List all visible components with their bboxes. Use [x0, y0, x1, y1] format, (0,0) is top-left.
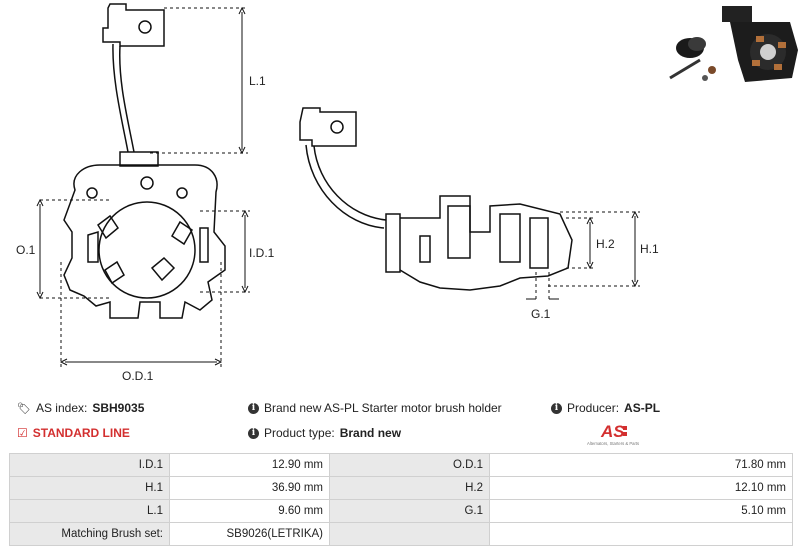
dim-label-od1: O.D.1 [122, 369, 154, 383]
side-view-part [299, 107, 573, 291]
spec-label [329, 522, 490, 546]
spec-label: H.1 [9, 476, 170, 500]
spec-value: SB9026(LETRIKA) [169, 522, 330, 546]
product-type-value: Brand new [339, 426, 402, 440]
info-icon: i [248, 427, 259, 439]
dim-label-g1: G.1 [531, 307, 551, 321]
spec-value: 71.80 mm [489, 453, 793, 477]
tag-icon: 🏷 [17, 402, 31, 415]
spec-label: G.1 [329, 499, 490, 523]
front-view-part [63, 3, 226, 319]
spec-value: 36.90 mm [169, 476, 330, 500]
producer: i Producer: AS-PL [551, 401, 660, 415]
spec-value [489, 522, 793, 546]
as-index: 🏷 AS index: SBH9035 [17, 401, 145, 415]
info-icon: i [248, 402, 259, 414]
dimension-lines [36, 6, 640, 368]
spec-value: 5.10 mm [489, 499, 793, 523]
description: i Brand new AS-PL Starter motor brush ho… [248, 401, 502, 415]
logo-tagline: Alternators, Starters & Parts [587, 441, 639, 446]
dim-label-id1: I.D.1 [249, 246, 275, 260]
spec-label: H.2 [329, 476, 490, 500]
dim-label-h1: H.1 [640, 242, 659, 256]
spec-label: L.1 [9, 499, 170, 523]
logo-brand: AS [600, 422, 625, 441]
dim-label-l1: L.1 [249, 74, 266, 88]
spec-label: O.D.1 [329, 453, 490, 477]
as-index-value: SBH9035 [92, 401, 145, 415]
spec-label: I.D.1 [9, 453, 170, 477]
checkbox-icon: ☑ [17, 426, 28, 440]
spec-value: 12.90 mm [169, 453, 330, 477]
producer-value: AS-PL [624, 401, 661, 415]
technical-drawing: L.1 O.1 I.D.1 O.D.1 H.1 H.2 G.1 [16, 2, 798, 383]
spec-row: Matching Brush set:SB9026(LETRIKA) [9, 522, 793, 546]
product-type: i Product type: Brand new [248, 426, 401, 440]
spec-value: 9.60 mm [169, 499, 330, 523]
standard-line: ☑ STANDARD LINE [17, 426, 130, 440]
spec-value: 12.10 mm [489, 476, 793, 500]
product-photo [663, 2, 798, 85]
spec-label: Matching Brush set: [9, 522, 170, 546]
info-icon: i [551, 402, 562, 414]
dim-label-o1: O.1 [16, 243, 36, 257]
as-logo: AS Alternators, Starters & Parts [587, 422, 639, 446]
dim-label-h2: H.2 [596, 237, 615, 251]
